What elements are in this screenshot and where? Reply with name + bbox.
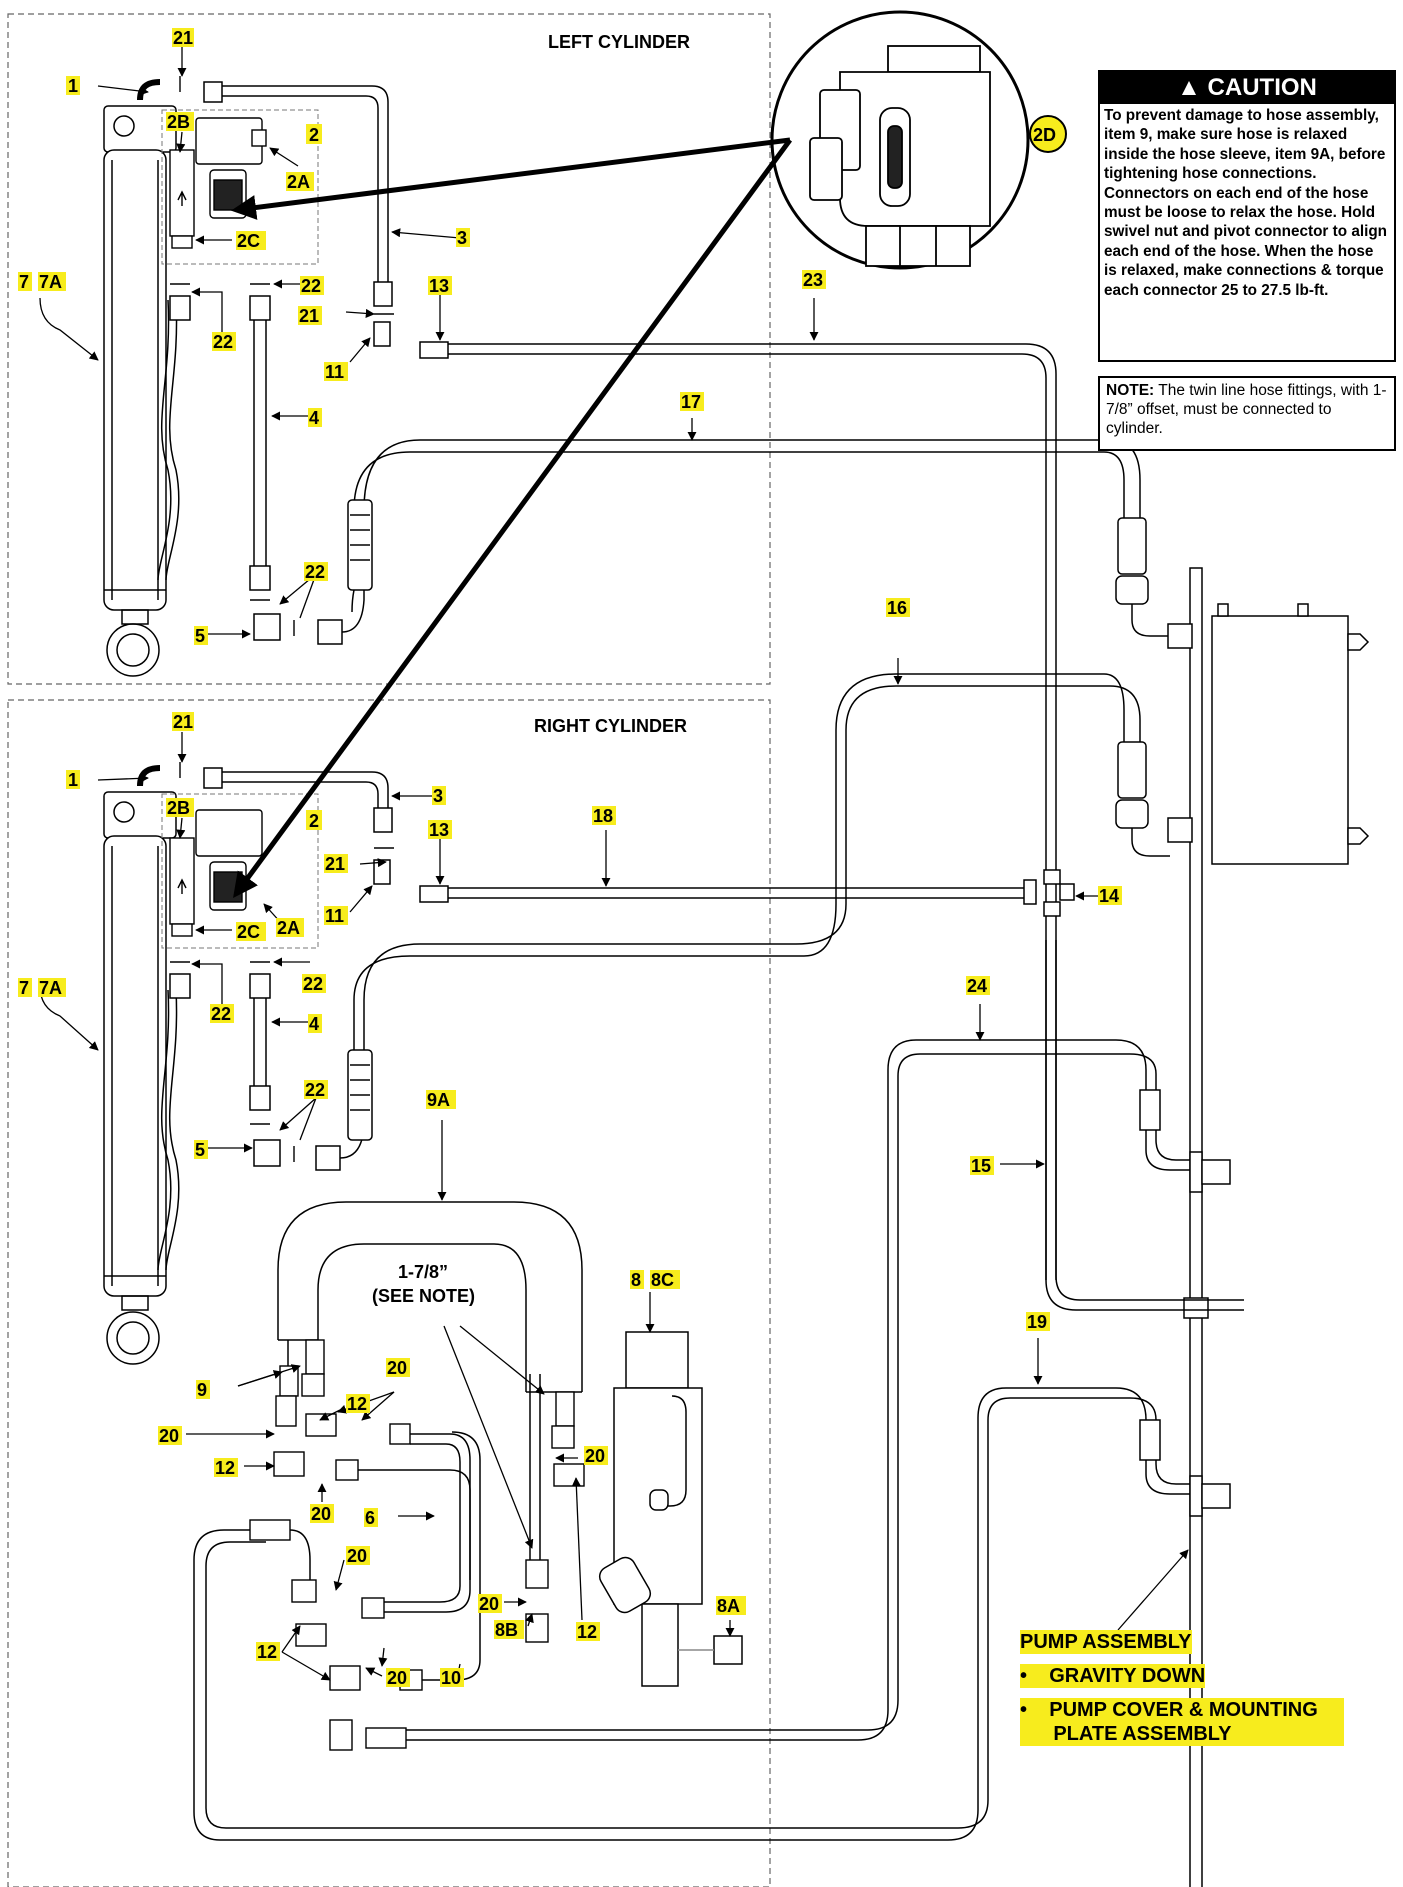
callout-21: 21 [173, 712, 193, 732]
callout-11: 11 [325, 906, 344, 926]
callout-labels: 21 1 2B 2 2A 2C 3 7 7A 22 22 21 13 11 4 … [18, 28, 1122, 1688]
caution-heading: ▲ CAUTION [1100, 72, 1394, 104]
callout-7a: 7A [39, 978, 62, 998]
left-break-marks [170, 76, 394, 636]
callout-8b: 8B [495, 1620, 518, 1640]
callout-22: 22 [301, 276, 321, 296]
right-valve-dashed-box [161, 793, 319, 949]
callout-13: 13 [429, 276, 449, 296]
callout-22: 22 [213, 332, 233, 352]
pump-fittings [249, 1339, 585, 1751]
callout-9: 9 [197, 1380, 207, 1400]
callout-20: 20 [159, 1426, 179, 1446]
callout-2: 2 [309, 811, 319, 831]
callout-22: 22 [305, 1080, 325, 1100]
callout-1: 1 [68, 76, 78, 96]
callout-2: 2 [309, 125, 319, 145]
callout-21: 21 [173, 28, 193, 48]
callout-23: 23 [803, 270, 823, 290]
detail-2d-pointers [231, 137, 793, 899]
right-cylinder-title: RIGHT CYLINDER [534, 716, 687, 736]
callout-9a: 9A [427, 1090, 450, 1110]
callout-21: 21 [299, 306, 319, 326]
callout-19: 19 [1027, 1312, 1047, 1332]
caution-heading-text: CAUTION [1207, 74, 1317, 101]
offset-callout-line2: (SEE NOTE) [372, 1286, 475, 1306]
callout-3: 3 [457, 228, 467, 248]
callout-2a: 2A [287, 172, 310, 192]
callout-1: 1 [68, 770, 78, 790]
callout-8c: 8C [651, 1270, 674, 1290]
callout-20: 20 [387, 1668, 407, 1688]
callout-13: 13 [429, 820, 449, 840]
callout-2c: 2C [237, 231, 260, 251]
callout-20: 20 [479, 1594, 499, 1614]
offset-callout-line1: 1-7/8” [398, 1262, 448, 1282]
caution-text: To prevent damage to hose assembly, item… [1104, 107, 1388, 299]
callout-20: 20 [311, 1504, 331, 1524]
callout-2b: 2B [167, 798, 190, 818]
callout-2c: 2C [237, 922, 260, 942]
callout-8: 8 [631, 1270, 641, 1290]
pump-return-lines [193, 940, 1244, 1841]
pump-item-cover: • PUMP COVER & MOUNTING PLATE ASSEMBLY [1020, 1698, 1344, 1746]
callout-16: 16 [887, 598, 907, 618]
pump-assembly-title: PUMP ASSEMBLY [1020, 1630, 1192, 1654]
callout-2d: 2D [1033, 125, 1056, 145]
pump-unit-8 [598, 1331, 743, 1687]
right-cylinder [103, 791, 180, 1365]
callout-11: 11 [325, 362, 344, 382]
callout-12: 12 [257, 1642, 277, 1662]
callout-2b: 2B [167, 112, 190, 132]
callout-8a: 8A [717, 1596, 740, 1616]
pump-loop-lines [287, 1340, 541, 1681]
callout-22: 22 [305, 562, 325, 582]
right-break-marks [170, 762, 394, 1162]
callout-17: 17 [681, 392, 701, 412]
callout-3: 3 [433, 786, 443, 806]
callout-20: 20 [387, 1358, 407, 1378]
warning-triangle-icon: ▲ [1177, 74, 1201, 101]
callout-5: 5 [195, 1140, 205, 1160]
callout-2a: 2A [277, 918, 300, 938]
leader-lines [39, 46, 1189, 1685]
callout-15: 15 [971, 1156, 991, 1176]
callout-22: 22 [303, 974, 323, 994]
detail-2d-circle [770, 10, 1030, 270]
callout-4: 4 [309, 408, 319, 428]
callout-10: 10 [441, 1668, 461, 1688]
callout-4: 4 [309, 1014, 319, 1034]
right-cylinder-frame [7, 699, 771, 1887]
callout-7: 7 [19, 978, 29, 998]
note-text: The twin line hose fittings, with 1-7/8”… [1106, 382, 1387, 437]
pump-mounting-plate [1167, 567, 1370, 1887]
callout-12: 12 [215, 1458, 235, 1478]
callout-12: 12 [577, 1622, 597, 1642]
callout-20: 20 [347, 1546, 367, 1566]
callout-5: 5 [195, 626, 205, 646]
callout-21: 21 [325, 854, 345, 874]
callout-6: 6 [365, 1508, 375, 1528]
right-hose-lines [169, 673, 1170, 1171]
caution-box: ▲ CAUTION To prevent damage to hose asse… [1098, 70, 1396, 362]
callout-12: 12 [347, 1394, 367, 1414]
callout-14: 14 [1099, 886, 1119, 906]
left-valve-dashed-box [161, 109, 319, 265]
left-hose-lines [169, 81, 1170, 1280]
pump-item-gravity-down: • GRAVITY DOWN [1020, 1664, 1206, 1688]
left-cylinder [103, 105, 180, 677]
left-cylinder-title: LEFT CYLINDER [548, 32, 690, 52]
callout-24: 24 [967, 976, 987, 996]
callout-20: 20 [585, 1446, 605, 1466]
callout-7a: 7A [39, 272, 62, 292]
callout-18: 18 [593, 806, 613, 826]
callout-7: 7 [19, 272, 29, 292]
callout-22: 22 [211, 1004, 231, 1024]
note-box: NOTE: The twin line hose fittings, with … [1098, 376, 1396, 451]
note-label: NOTE: [1106, 382, 1155, 399]
